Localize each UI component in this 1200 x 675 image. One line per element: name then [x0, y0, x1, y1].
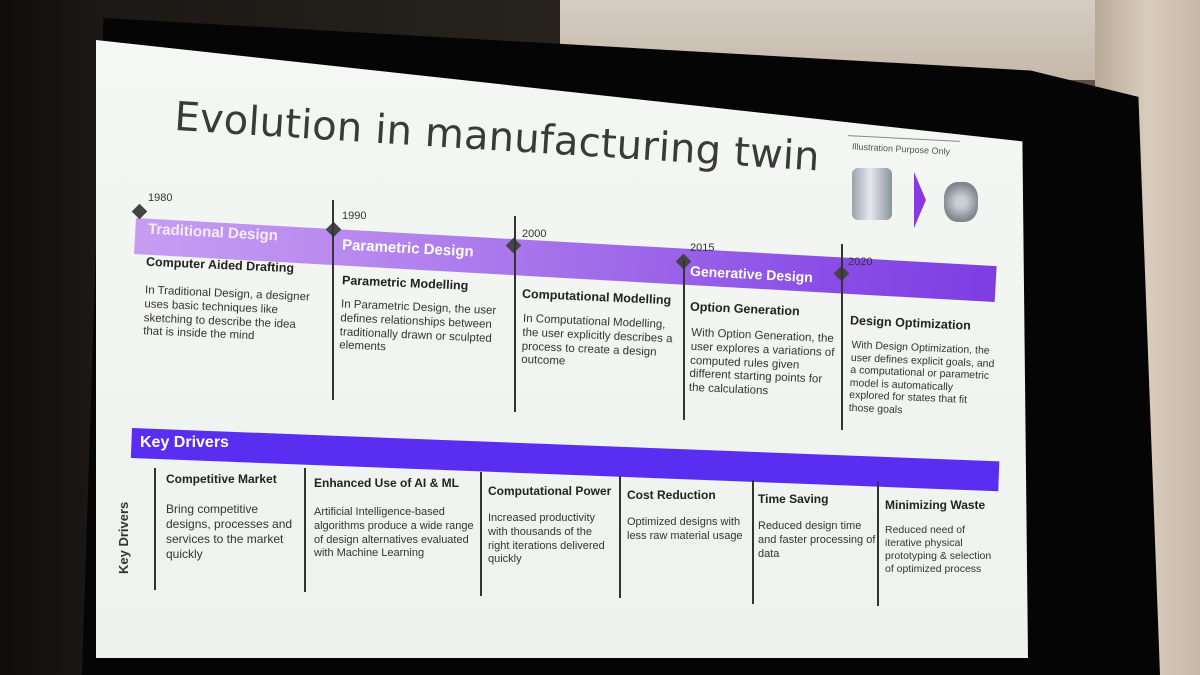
column-divider: [154, 468, 156, 590]
illustration-note: Illustration Purpose Only: [851, 141, 951, 157]
driver-heading: Computational Power: [488, 484, 612, 498]
column-divider: [332, 200, 334, 400]
column-divider: [752, 480, 754, 604]
column-divider: [841, 244, 843, 430]
driver-text: Reduced design time and faster processin…: [758, 520, 876, 560]
part-before-image: [852, 168, 892, 220]
driver-text: Increased productivity with thousands of…: [488, 512, 605, 566]
driver-heading: Minimizing Waste: [885, 498, 986, 512]
column-divider: [877, 482, 879, 606]
driver-text: Bring competitive designs, processes and…: [166, 502, 293, 561]
column-heading: Option Generation: [689, 299, 800, 319]
arrow-right-icon: [914, 172, 926, 228]
key-drivers-title: Key Drivers: [140, 434, 229, 451]
timeline-marker: [131, 203, 148, 220]
column-heading: Design Optimization: [849, 313, 972, 333]
driver-heading: Cost Reduction: [627, 488, 716, 502]
column-text: With Design Optimization, the user defin…: [848, 338, 995, 417]
driver-heading: Competitive Market: [166, 472, 277, 486]
key-drivers-side-label: Key Drivers: [116, 501, 131, 574]
column-text: In Computational Modelling, the user exp…: [520, 312, 673, 368]
driver-text: Artificial Intelligence-based algorithms…: [314, 506, 474, 560]
illustration-divider: [848, 135, 960, 142]
column-text: In Traditional Design, a designer uses b…: [142, 284, 311, 343]
column-heading: Parametric Modelling: [341, 273, 469, 293]
driver-heading: Time Saving: [758, 492, 829, 506]
projected-slide: Evolution in manufacturing twin Illustra…: [96, 40, 1028, 658]
column-divider: [304, 468, 306, 592]
column-divider: [619, 476, 621, 598]
year-label: 1980: [148, 192, 173, 204]
driver-text: Optimized designs with less raw material…: [627, 516, 743, 542]
year-label: 1990: [342, 210, 367, 222]
column-text: With Option Generation, the user explore…: [688, 326, 835, 398]
driver-text: Reduced need of iterative physical proto…: [885, 524, 992, 576]
part-after-image: [944, 182, 978, 222]
driver-heading: Enhanced Use of AI & ML: [314, 476, 459, 490]
year-label: 2015: [690, 242, 715, 254]
column-divider: [480, 472, 482, 596]
column-text: In Parametric Design, the user defines r…: [338, 298, 497, 354]
year-label: 2000: [522, 228, 547, 240]
slide-title: Evolution in manufacturing twin: [173, 94, 822, 181]
year-label: 2020: [848, 256, 873, 268]
column-divider: [514, 216, 516, 412]
column-divider: [683, 260, 685, 420]
column-heading: Computational Modelling: [521, 286, 672, 308]
